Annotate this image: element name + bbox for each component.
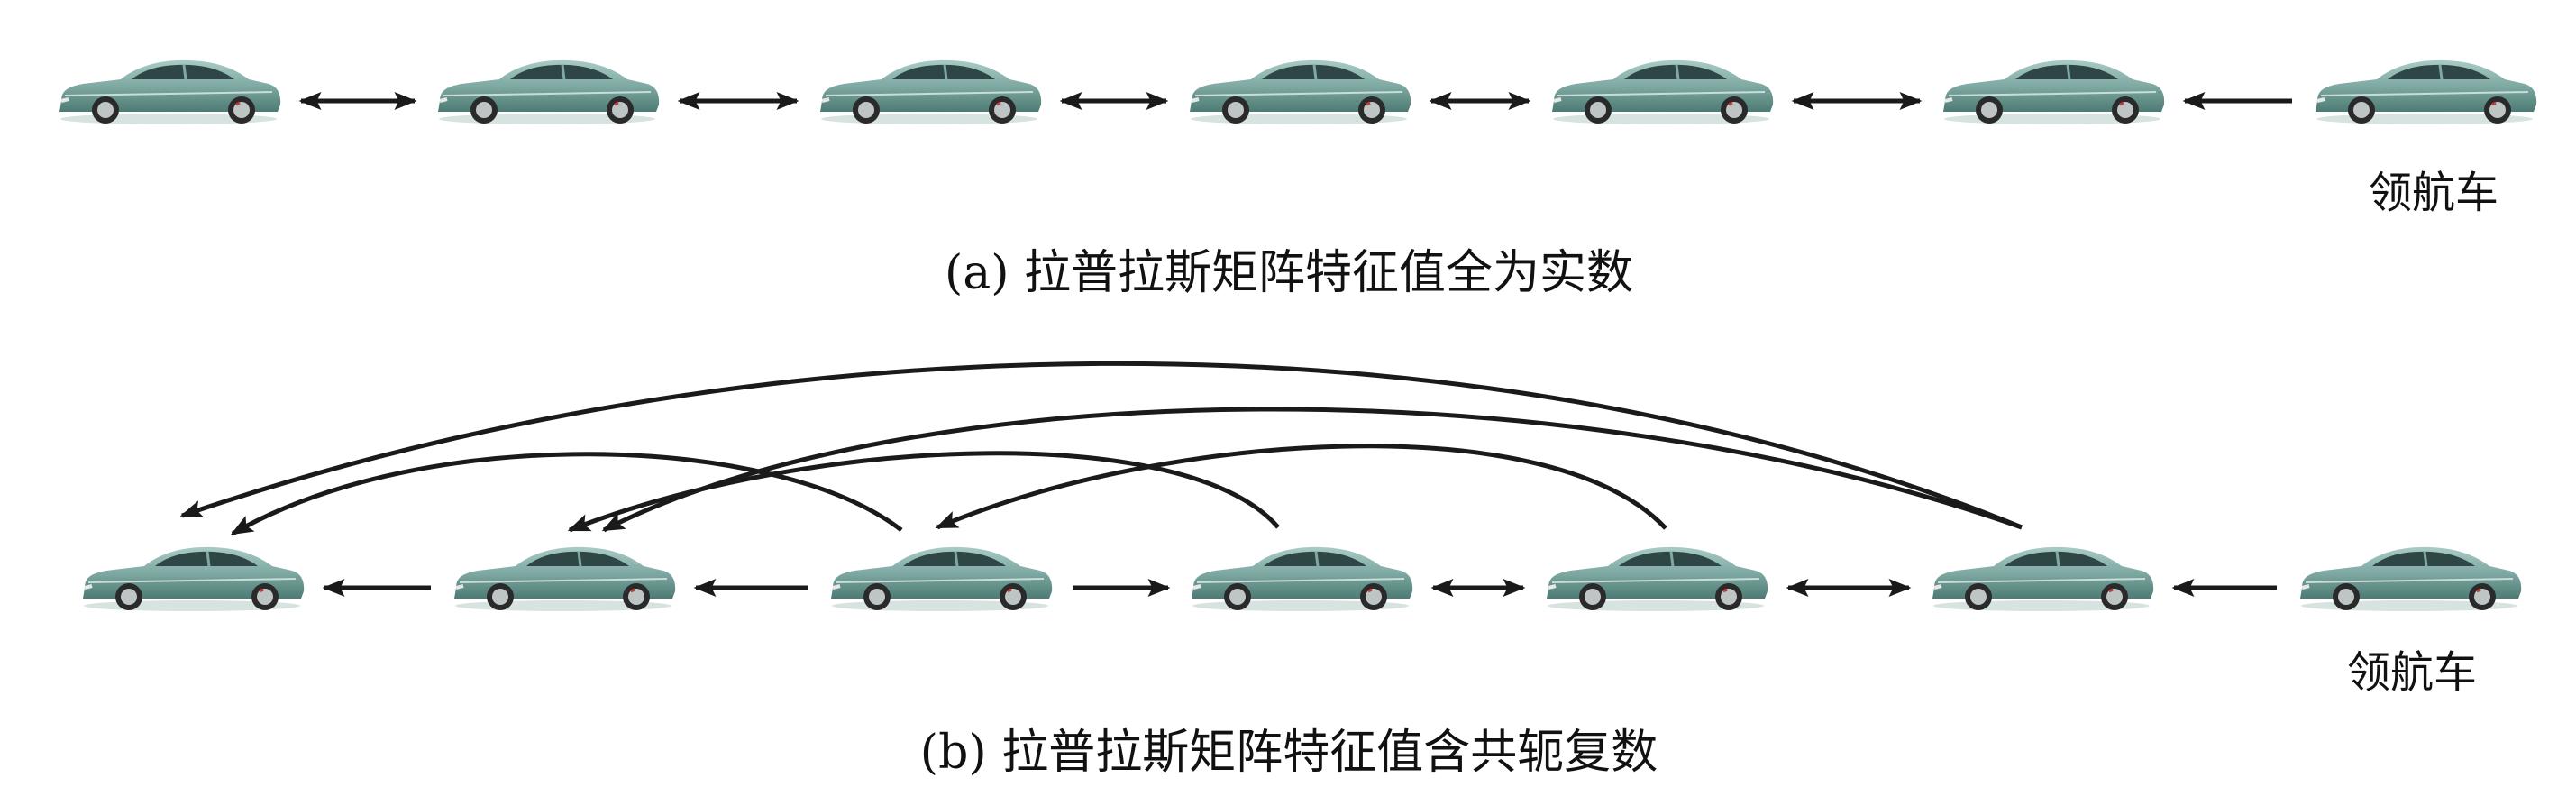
panel-b-leader-label: 领航车 (2347, 647, 2477, 698)
panel-a: 领航车 (a) 拉普拉斯矩阵特征值全为实数 (58, 58, 2539, 300)
leader-car-icon (2314, 58, 2539, 126)
curved-arrow (179, 361, 2023, 530)
panel-b-curved-links (179, 361, 2023, 536)
curved-arrow (935, 444, 1667, 530)
follower-car-icon (818, 58, 1044, 126)
follower-car-icon (436, 58, 662, 126)
follower-car-icon (1190, 544, 1415, 613)
panel-b-cars (81, 544, 2524, 613)
follower-car-icon (58, 58, 283, 126)
follower-car-icon (1931, 544, 2156, 613)
curved-arrow (601, 407, 2023, 533)
panel-a-cars (58, 58, 2539, 126)
follower-car-icon (1545, 544, 1770, 613)
follower-car-icon (81, 544, 306, 613)
follower-car-icon (1550, 58, 1776, 126)
follower-car-icon (1188, 58, 1413, 126)
panel-a-caption: (a) 拉普拉斯矩阵特征值全为实数 (945, 246, 1633, 300)
follower-car-icon (829, 544, 1055, 613)
follower-car-icon (1941, 58, 2167, 126)
curved-arrow (230, 452, 903, 536)
follower-car-icon (452, 544, 678, 613)
panel-b-caption: (b) 拉普拉斯矩阵特征值含共轭复数 (920, 726, 1658, 780)
leader-car-icon (2298, 544, 2524, 613)
panel-b: 领航车 (b) 拉普拉斯矩阵特征值含共轭复数 (81, 361, 2524, 780)
curved-arrow (567, 451, 1280, 533)
panel-a-leader-label: 领航车 (2369, 168, 2498, 218)
